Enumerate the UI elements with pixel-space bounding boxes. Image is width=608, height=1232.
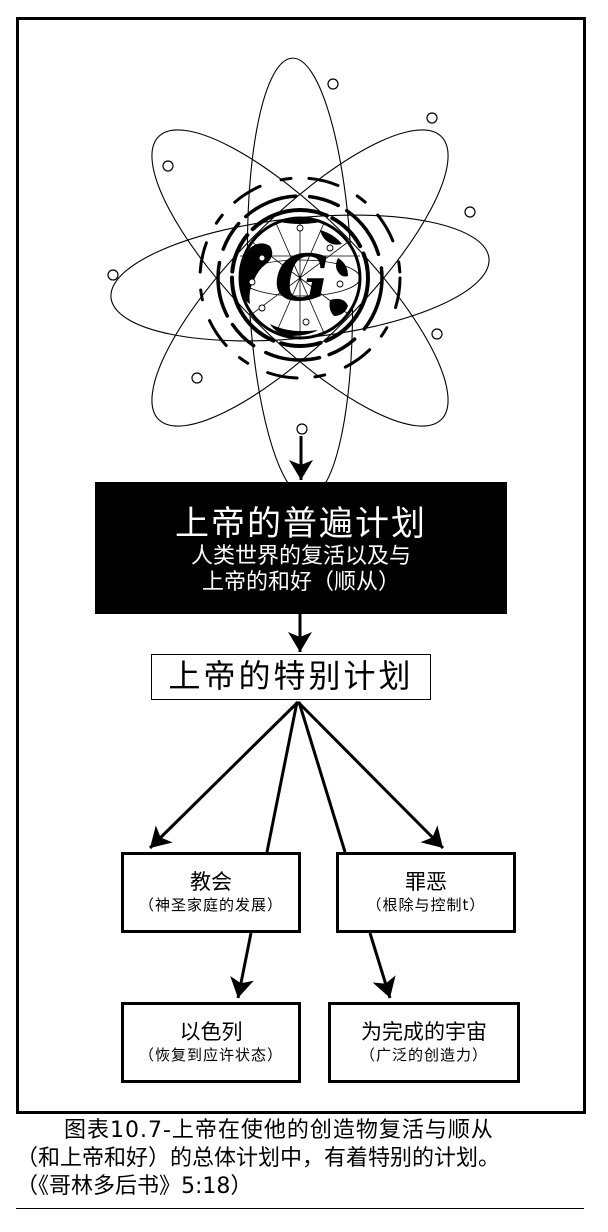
figure-caption: 图表10.7-上帝在使他的创造物复活与顺从 （和上帝和好）的总体计划中，有着特别… xyxy=(16,1117,590,1201)
universe-title: 为完成的宇宙 xyxy=(361,1020,487,1044)
universal-plan-box: 上帝的普遍计划 人类世界的复活以及与 上帝的和好（顺从） xyxy=(95,482,507,614)
electron-icon xyxy=(191,372,203,384)
diagram-frame xyxy=(16,17,586,1114)
arrow-to-church xyxy=(148,700,300,850)
universe-subtitle: （广泛的创造力） xyxy=(359,1046,488,1064)
universal-plan-subtitle-2: 上帝的和好（顺从） xyxy=(201,570,400,595)
special-plan-box: 上帝的特别计划 xyxy=(151,654,431,700)
caption-line-3: （《哥林多后书》5:18） xyxy=(16,1174,253,1199)
atom-emblem-icon: G xyxy=(107,57,490,499)
universe-box: 为完成的宇宙 （广泛的创造力） xyxy=(328,1002,520,1083)
electron-icon xyxy=(431,328,443,340)
electrons xyxy=(107,78,476,435)
israel-title: 以色列 xyxy=(179,1020,243,1044)
israel-subtitle: （恢复到应许状态） xyxy=(138,1046,283,1064)
caption-line-1: 图表10.7-上帝在使他的创造物复活与顺从 xyxy=(64,1118,494,1143)
israel-box: 以色列 （恢复到应许状态） xyxy=(121,1002,301,1083)
arrow-to-israel xyxy=(230,932,254,999)
universal-plan-subtitle-1: 人类世界的复活以及与 xyxy=(190,544,411,569)
arrow-to-sin xyxy=(296,700,445,850)
ring-middle xyxy=(216,194,384,362)
electron-icon xyxy=(162,160,174,172)
caption-line-2: （和上帝和好）的总体计划中，有着特别的计划。 xyxy=(16,1146,501,1171)
globe-icon xyxy=(238,216,362,340)
electron-icon xyxy=(464,206,476,218)
ring-outer xyxy=(198,176,402,380)
electron-icon xyxy=(426,112,438,124)
sin-box: 罪恶 （根除与控制t） xyxy=(336,852,516,933)
church-subtitle: （神圣家庭的发展） xyxy=(138,896,283,914)
orbit-diagonal-b xyxy=(151,129,449,427)
line-to-israel-a xyxy=(265,701,299,853)
electron-icon xyxy=(327,78,339,90)
branch-arrows xyxy=(148,700,445,999)
arrow-to-universe xyxy=(368,932,396,999)
electron-icon xyxy=(296,423,308,435)
universal-plan-title: 上帝的普遍计划 xyxy=(175,504,427,544)
energy-rings xyxy=(198,176,402,380)
special-plan-title: 上帝的特别计划 xyxy=(168,657,414,695)
sin-title: 罪恶 xyxy=(405,870,447,894)
church-title: 教会 xyxy=(190,870,232,894)
caption-divider xyxy=(16,1208,584,1209)
electron-icon xyxy=(107,269,119,281)
line-to-universe-a xyxy=(297,701,347,853)
church-box: 教会 （神圣家庭的发展） xyxy=(121,852,301,933)
orbit-diagonal-a xyxy=(151,129,449,427)
ring-inner xyxy=(230,208,370,348)
emblem-letter: G xyxy=(275,241,330,316)
sin-subtitle: （根除与控制t） xyxy=(366,896,486,914)
